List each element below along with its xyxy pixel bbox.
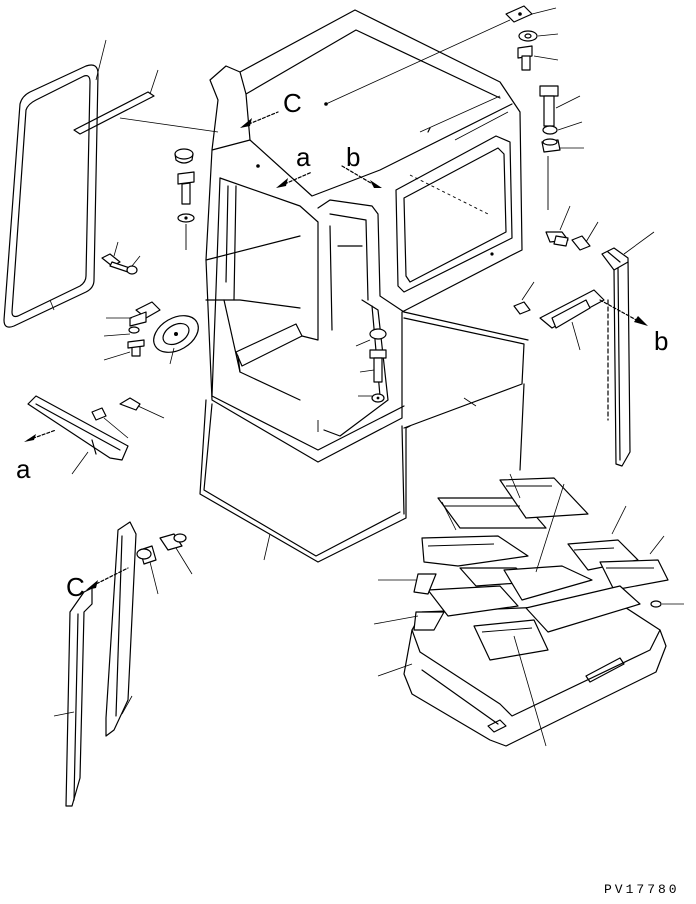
left-window-glass — [3, 39, 107, 328]
label-a-left: a — [16, 454, 31, 484]
handrail-left: a — [16, 395, 129, 484]
trim-strip-top — [73, 69, 219, 135]
ref-arrow-b-top: b — [341, 142, 382, 188]
drawing-code: PV17780 — [604, 882, 680, 897]
washer-top-left — [174, 148, 195, 223]
bolt-left-mid — [101, 241, 141, 275]
right-long-bolt — [539, 85, 584, 210]
label-c-left: C — [66, 572, 85, 602]
ref-arrow-a-top: a — [276, 142, 313, 188]
right-top-bolts — [505, 5, 559, 71]
label-a-top: a — [296, 142, 311, 172]
right-mid-fasteners — [545, 205, 599, 251]
label-b-top: b — [346, 142, 360, 172]
lower-rail-right — [105, 521, 137, 737]
lower-rail-left — [53, 587, 93, 807]
bolt-left-upper — [177, 171, 195, 250]
bracket-right: b — [513, 281, 668, 356]
pin-left — [91, 397, 165, 439]
ref-arrow-c-top: C — [240, 88, 302, 128]
floor-mat — [373, 473, 684, 747]
bracket-plate-left — [103, 301, 161, 361]
cab-body — [205, 9, 523, 463]
floor-seal — [199, 311, 529, 563]
lower-fasteners: C — [66, 533, 193, 602]
label-b-right: b — [654, 326, 668, 356]
center-bolt — [355, 328, 387, 403]
handrail-right — [601, 231, 655, 467]
mirror-assembly — [153, 315, 199, 365]
label-c-top: C — [283, 88, 302, 118]
